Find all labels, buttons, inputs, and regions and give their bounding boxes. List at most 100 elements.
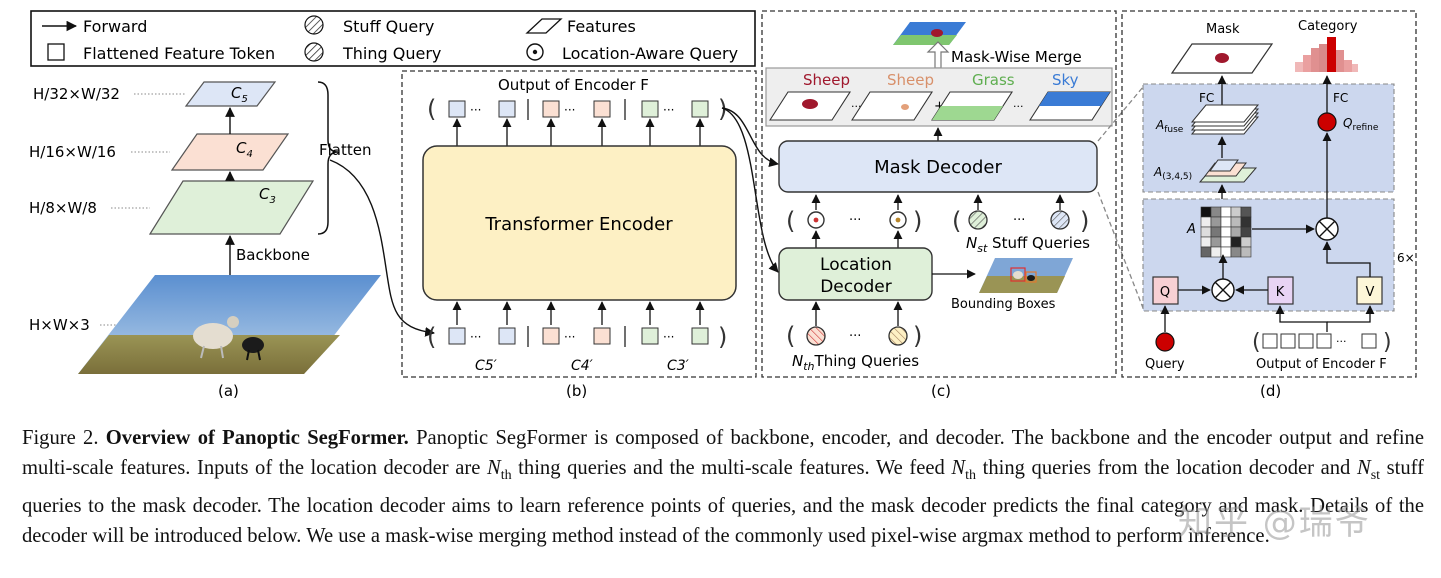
class-sky: Sky [1052,71,1079,89]
svg-text:): ) [1383,330,1392,355]
caption-text-4: stuff queries to the mask decoder. The l… [22,457,1424,548]
watermark: 知乎 @瑞爷 [1178,503,1371,543]
caption-title: Overview of Panoptic SegFormer. [105,427,409,449]
location-decoder-label-2: Decoder [820,277,892,297]
encoder-output-title: Output of Encoder F [498,76,649,94]
bounding-boxes-label: Bounding Boxes [951,297,1056,312]
attention-cell [1210,246,1222,258]
attention-cell [1220,206,1232,218]
legend-features: Features [567,17,636,36]
merged-mask-image [893,22,966,45]
attention-cell [1210,216,1222,228]
svg-text:C5: C5 [231,84,248,105]
attention-cell [1240,236,1252,248]
attention-cell [1220,226,1232,238]
figure-diagram: Forward Flattened Feature Token Stuff Qu… [29,10,1417,400]
panel-a: H/32×W/32 H/16×W/16 H/8×W/8 H×W×3 C5 C4 … [29,81,435,400]
fc-mask-label: FC [1199,91,1214,105]
c5-prime: C5′ [475,358,498,374]
svg-text:···: ··· [851,100,862,113]
svg-text:···: ··· [663,103,674,117]
svg-text:K: K [1276,285,1285,300]
mask-head-block [1142,83,1395,193]
input-sheep-image [78,275,381,374]
svg-text:(: ( [427,95,436,123]
svg-text:···: ··· [849,329,861,344]
res-c3: H/8×W/8 [29,199,97,217]
svg-text:(: ( [1252,330,1261,355]
svg-text:): ) [718,95,727,123]
svg-text:Afuse: Afuse [1155,118,1184,135]
encoder-input-tokens: ( ) ··· ··· ··· [427,323,727,351]
attention-cell [1240,246,1252,258]
mask-title: Mask [1206,22,1240,37]
legend: Forward Flattened Feature Token Stuff Qu… [30,10,756,67]
c3-prime: C3′ [667,358,690,374]
caption-sub-3: st [1370,468,1381,484]
query-icon [1155,332,1175,352]
thing-query-icon [304,42,324,62]
svg-text:···: ··· [1013,213,1025,228]
repeat-label: 6× [1397,251,1415,265]
legend-location: Location-Aware Query [562,44,738,63]
svg-text:): ) [913,322,922,350]
svg-text:···: ··· [564,103,575,117]
svg-text:···: ··· [663,330,674,344]
stuff-query-icon [1050,210,1070,230]
attention-cell [1200,226,1212,238]
mask-decoder-label: Mask Decoder [874,157,1002,178]
bounding-boxes-image [979,258,1073,293]
legend-forward: Forward [83,17,147,36]
attention-cell [1240,216,1252,228]
caption-sub-2: th [965,468,977,484]
svg-text:···: ··· [470,330,481,344]
svg-text:C4: C4 [236,139,253,160]
class-grass: Grass [972,71,1015,89]
caption-n-st: N [1356,457,1371,479]
figure-caption: Figure 2. Overview of Panoptic SegFormer… [22,423,1424,551]
category-title: Category [1298,19,1358,34]
panel-c-label: (c) [931,382,951,400]
svg-text:V: V [1366,285,1375,300]
stuff-queries-label: Nst Stuff Queries [966,234,1090,255]
features-icon [525,18,563,34]
thing-query-icon [888,326,908,346]
decoder-kv-tokens: ( ) ··· [1252,330,1392,355]
caption-n-th-2: N [951,457,966,479]
category-histogram [1295,37,1358,72]
svg-text:···: ··· [1336,335,1347,348]
svg-text:(: ( [952,207,961,235]
svg-text:···: ··· [1013,100,1024,113]
token-icon [47,43,65,61]
v-box [1356,276,1383,305]
attention-map [1200,206,1252,258]
svg-text:): ) [718,323,727,351]
attention-a-label: A [1186,222,1196,237]
class-sheep-2: Sheep [887,71,934,89]
attention-cell [1220,216,1232,228]
svg-text:···: ··· [849,213,861,228]
attention-cell [1230,216,1242,228]
thing-query-icon [806,326,826,346]
mask-merge-label: Mask-Wise Merge [951,48,1082,66]
c4-feature [170,133,290,171]
caption-sub-1: th [500,468,512,484]
a-fuse-stack [1190,104,1260,135]
svg-text:(: ( [786,322,795,350]
class-sheep-1: Sheep [803,71,850,89]
encoder-output-tokens: ( ) ··· ··· ··· [427,95,727,123]
mask-decoder [778,140,1098,193]
thing-queries-label: NthThing Queries [792,352,919,373]
panel-d: Mask Category FC FC Afuse [1121,10,1417,400]
legend-token: Flattened Feature Token [83,44,275,63]
attention-cell [1200,236,1212,248]
svg-text:): ) [913,207,922,235]
legend-thing: Thing Query [342,44,441,63]
caption-n-th-1: N [486,457,501,479]
caption-text-1: Panoptic SegFormer is composed of backbo… [22,427,1424,479]
svg-text:+: + [934,99,945,114]
svg-text:A(3,4,5): A(3,4,5) [1153,165,1192,182]
caption-text-2: thing queries and the multi-scale featur… [511,457,952,479]
transformer-encoder [422,145,737,301]
svg-text:(: ( [427,323,436,351]
